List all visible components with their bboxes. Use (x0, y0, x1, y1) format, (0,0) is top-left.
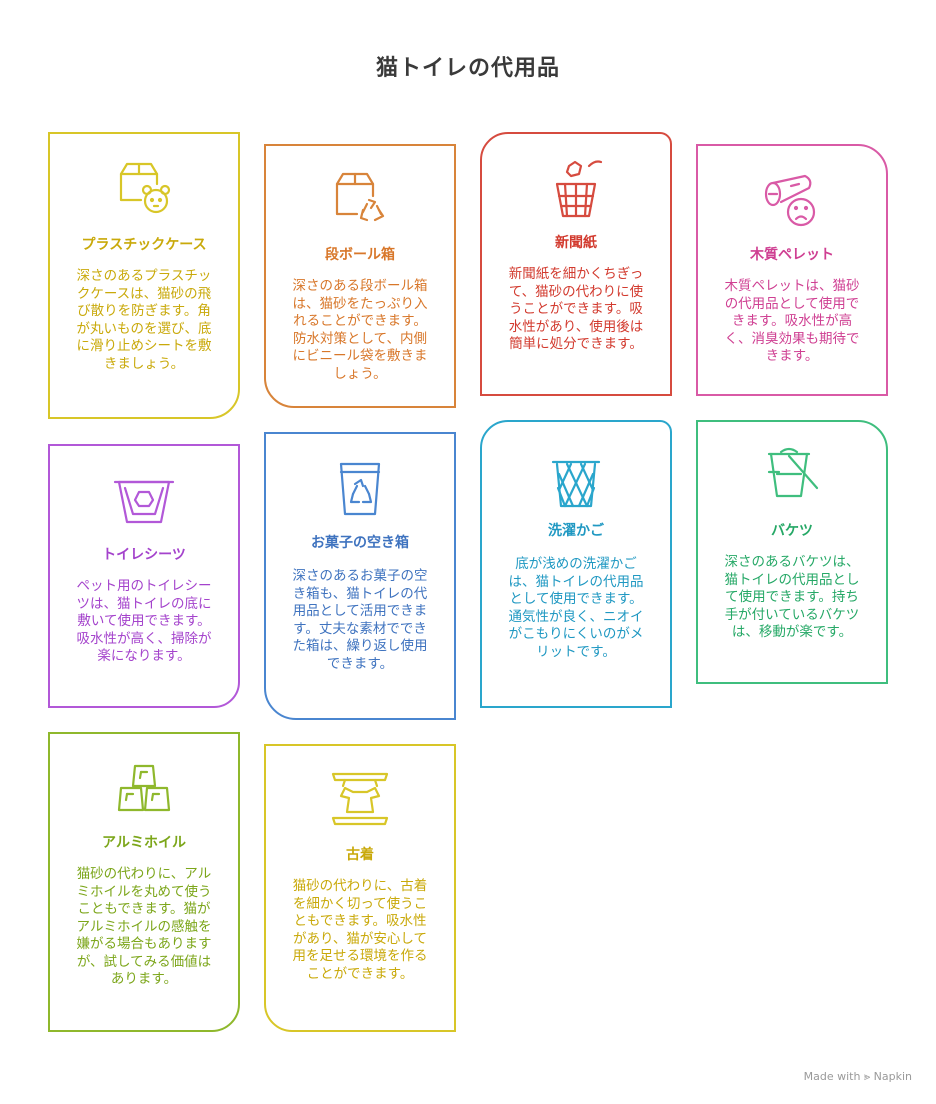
plastic-case-icon (111, 156, 177, 222)
card-old-clothes: 古着 猫砂の代わりに、古着を細かく切って使うこともできます。吸水性があり、猫が安… (264, 744, 456, 1032)
card-newspaper: 新聞紙 新聞紙を細かくちぎって、猫砂の代わりに使うことができます。吸水性があり、… (480, 132, 672, 396)
laundry-basket-icon (543, 452, 609, 518)
card-description: 新聞紙を細かくちぎって、猫砂の代わりに使うことができます。吸水性があり、使用後は… (508, 266, 644, 352)
card-title: アルミホイル (102, 835, 186, 851)
card-description: 深さのあるお菓子の空き箱も、猫トイレの代用品として活用できます。丈夫な素材ででき… (292, 568, 428, 672)
card-title: お菓子の空き箱 (311, 535, 409, 551)
card-description: 深さのあるバケツは、猫トイレの代用品として使用できます。持ち手が付いているバケツ… (724, 554, 860, 640)
card-title: 古着 (346, 847, 374, 863)
card-title: プラスチックケース (81, 237, 207, 253)
page-title: 猫トイレの代用品 (375, 56, 560, 81)
card-plastic-case: プラスチックケース 深さのあるプラスチックケースは、猫砂の飛び散りを防ぎます。角… (48, 132, 240, 419)
card-description: 猫砂の代わりに、古着を細かく切って使うこともできます。吸水性があり、猫が安心して… (292, 878, 428, 982)
cardboard-box-icon (327, 166, 393, 232)
card-description: 深さのある段ボール箱は、猫砂をたっぷり入れることができます。防水対策として、内側… (292, 278, 428, 382)
card-description: 木質ペレットは、猫砂の代用品として使用できます。吸水性が高く、消臭効果も期待でき… (724, 278, 860, 364)
recycle-bin-icon (327, 456, 393, 522)
newspaper-trash-icon (543, 154, 609, 220)
card-title: 洗濯かご (548, 523, 604, 539)
card-description: 底が浅めの洗濯かごは、猫トイレの代用品として使用できます。通気性が良く、ニオイが… (508, 556, 644, 660)
card-title: トイレシーツ (102, 547, 186, 563)
card-toilet-sheet: トイレシーツ ペット用のトイレシーツは、猫トイレの底に敷いて使用できます。吸水性… (48, 444, 240, 708)
card-title: バケツ (771, 523, 813, 539)
wood-pellet-icon (759, 166, 825, 232)
card-description: 深さのあるプラスチックケースは、猫砂の飛び散りを防ぎます。角が丸いものを選び、底… (76, 268, 212, 372)
old-clothes-icon (327, 766, 393, 832)
card-bucket: バケツ 深さのあるバケツは、猫トイレの代用品として使用できます。持ち手が付いてい… (696, 420, 888, 684)
aluminum-foil-icon (111, 758, 177, 824)
card-cardboard-box: 段ボール箱 深さのある段ボール箱は、猫砂をたっぷり入れることができます。防水対策… (264, 144, 456, 408)
card-laundry-basket: 洗濯かご 底が浅めの洗濯かごは、猫トイレの代用品として使用できます。通気性が良く… (480, 420, 672, 708)
toilet-sheet-icon (111, 468, 177, 534)
card-title: 木質ペレット (750, 247, 834, 263)
napkin-credit[interactable]: Made with ⪢ Napkin (803, 1070, 912, 1083)
card-aluminum-foil: アルミホイル 猫砂の代わりに、アルミホイルを丸めて使うこともできます。猫がアルミ… (48, 732, 240, 1032)
card-snack-box: お菓子の空き箱 深さのあるお菓子の空き箱も、猫トイレの代用品として活用できます。… (264, 432, 456, 720)
card-title: 新聞紙 (555, 235, 597, 251)
card-title: 段ボール箱 (325, 247, 395, 263)
card-description: ペット用のトイレシーツは、猫トイレの底に敷いて使用できます。吸水性が高く、掃除が… (76, 578, 212, 664)
bucket-icon (759, 444, 825, 510)
card-wood-pellet: 木質ペレット 木質ペレットは、猫砂の代用品として使用できます。吸水性が高く、消臭… (696, 144, 888, 396)
card-description: 猫砂の代わりに、アルミホイルを丸めて使うこともできます。猫がアルミホイルの感触を… (76, 866, 212, 987)
